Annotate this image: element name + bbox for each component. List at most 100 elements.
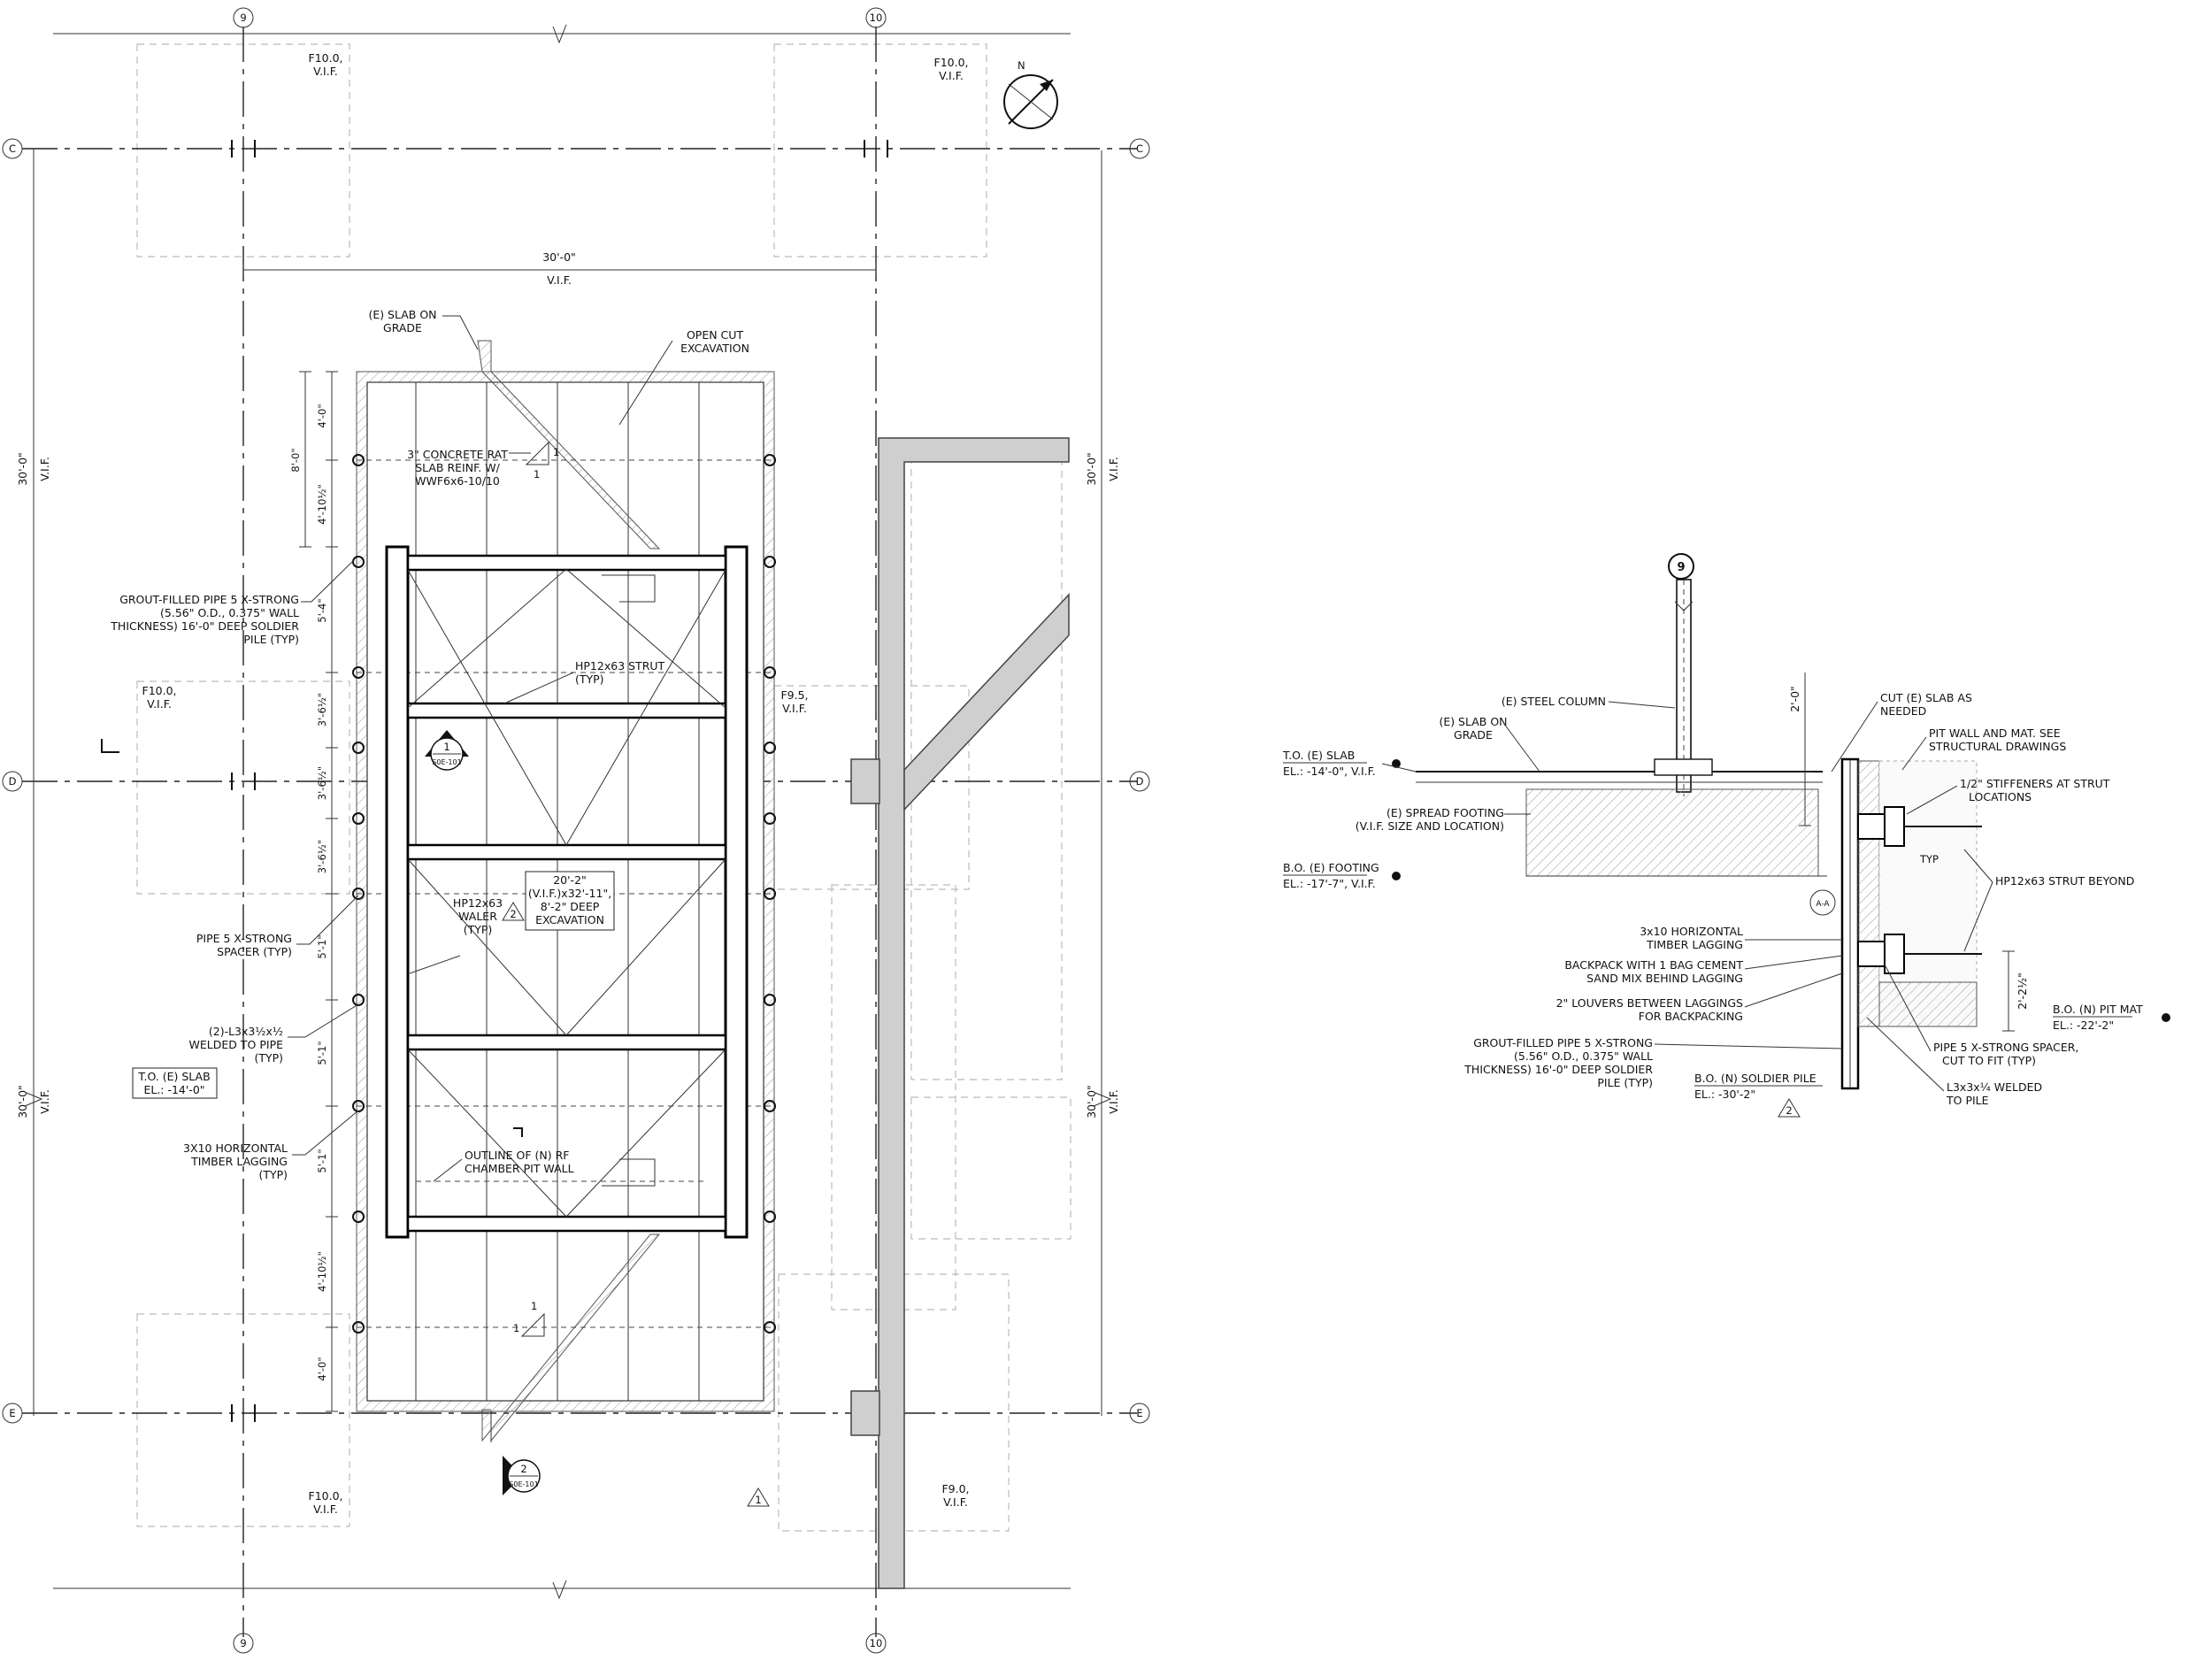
svg-text:CHAMBER PIT WALL: CHAMBER PIT WALL: [465, 1162, 574, 1175]
svg-text:PILE (TYP): PILE (TYP): [1597, 1076, 1653, 1089]
svg-text:(E) STEEL COLUMN: (E) STEEL COLUMN: [1502, 695, 1606, 708]
footing-outline-mid-left: [136, 680, 350, 895]
svg-text:5'-1": 5'-1": [316, 934, 328, 958]
svg-text:8'-2" DEEP: 8'-2" DEEP: [541, 900, 600, 913]
svg-text:B.O. (E) FOOTING: B.O. (E) FOOTING: [1283, 861, 1379, 874]
svg-text:C: C: [1136, 142, 1143, 155]
north-arrow-icon: N: [1003, 59, 1058, 129]
slope-indicator-top: 1 1: [525, 441, 559, 480]
svg-text:PIPE 5 X-STRONG SPACER,: PIPE 5 X-STRONG SPACER,: [1933, 1041, 2078, 1054]
soldier-piles: [352, 454, 776, 1334]
svg-text:TO PILE: TO PILE: [1946, 1094, 1989, 1107]
svg-text:9: 9: [240, 12, 246, 24]
section-view: 9 2'-0" 2'-2½": [1282, 553, 2170, 1118]
svg-text:9: 9: [1677, 561, 1685, 574]
svg-text:F9.0,: F9.0,: [941, 1482, 969, 1495]
waler-left: [385, 545, 410, 1239]
svg-text:4'-10½": 4'-10½": [316, 484, 328, 525]
svg-text:5'-1": 5'-1": [316, 1041, 328, 1065]
svg-text:EXCAVATION: EXCAVATION: [535, 913, 604, 926]
grid-bubble-c-right: C: [1129, 138, 1150, 159]
svg-text:V.I.F.: V.I.F.: [313, 1503, 338, 1516]
svg-text:WELDED TO PIPE: WELDED TO PIPE: [189, 1038, 284, 1051]
svg-text:1: 1: [534, 468, 540, 480]
svg-text:B.O. (N) PIT MAT: B.O. (N) PIT MAT: [2053, 1003, 2143, 1016]
svg-text:(TYP): (TYP): [575, 673, 604, 686]
svg-text:SPACER (TYP): SPACER (TYP): [217, 945, 292, 958]
label-bo-pit-mat: B.O. (N) PIT MAT EL.: -22'-2": [2053, 1003, 2170, 1032]
callout-to-slab-plan: T.O. (E) SLAB EL.: -14'-0": [132, 1067, 218, 1099]
svg-text:PIPE 5 X-STRONG: PIPE 5 X-STRONG: [196, 932, 292, 945]
svg-text:E: E: [1136, 1407, 1142, 1419]
svg-text:STRUCTURAL DRAWINGS: STRUCTURAL DRAWINGS: [1929, 740, 2066, 753]
label-bo-footing: B.O. (E) FOOTING EL.: -17'-7", V.I.F.: [1283, 861, 1401, 890]
svg-text:GROUT-FILLED PIPE 5 X-STRONG: GROUT-FILLED PIPE 5 X-STRONG: [1473, 1036, 1653, 1049]
footing-label-top-right: F10.0,V.I.F.: [934, 56, 969, 82]
svg-text:WALER: WALER: [458, 910, 497, 923]
svg-text:(2)-L3x3½x½: (2)-L3x3½x½: [209, 1025, 283, 1038]
svg-text:(V.I.F. SIZE AND LOCATION): (V.I.F. SIZE AND LOCATION): [1356, 819, 1504, 833]
callout-slab-on-grade: (E) SLAB ON GRADE: [368, 308, 479, 350]
dim-left-upper: 30'-0": [16, 452, 29, 486]
callout-open-cut: OPEN CUT EXCAVATION: [618, 328, 749, 426]
svg-text:2: 2: [520, 1463, 526, 1475]
waler-right: [724, 545, 749, 1239]
label-stiffeners: 1/2" STIFFENERS AT STRUT LOCATIONS: [1906, 777, 2110, 815]
callout-outline-pit: OUTLINE OF (N) RF CHAMBER PIT WALL: [433, 1127, 574, 1182]
svg-text:THICKNESS) 16'-0" DEEP SOLDIER: THICKNESS) 16'-0" DEEP SOLDIER: [1463, 1063, 1653, 1076]
spread-footing: [1525, 788, 1819, 877]
footing-label-top-left: F10.0,V.I.F.: [309, 51, 343, 78]
footing-label-bottom-right: F9.0,V.I.F.: [941, 1482, 969, 1509]
label-pipe-spacer: PIPE 5 X-STRONG SPACER, CUT TO FIT (TYP): [1884, 964, 2078, 1067]
grid-bubble-d-left: D: [2, 771, 23, 792]
label-steel-column: (E) STEEL COLUMN: [1502, 695, 1676, 709]
svg-text:(TYP): (TYP): [258, 1168, 288, 1181]
svg-text:GROUT-FILLED PIPE 5 X-STRONG: GROUT-FILLED PIPE 5 X-STRONG: [119, 593, 299, 606]
svg-text:S0E-101: S0E-101: [509, 1480, 538, 1488]
svg-text:10: 10: [870, 12, 883, 24]
svg-text:B.O. (N) SOLDIER PILE: B.O. (N) SOLDIER PILE: [1694, 1072, 1816, 1085]
svg-text:TIMBER LAGGING: TIMBER LAGGING: [1646, 938, 1743, 951]
svg-text:V.I.F.: V.I.F.: [313, 65, 338, 78]
svg-text:(V.I.F.)x32'-11",: (V.I.F.)x32'-11",: [528, 887, 611, 900]
svg-text:1: 1: [755, 1494, 761, 1506]
dim-top: 30'-0": [542, 250, 576, 264]
svg-text:FOR BACKPACKING: FOR BACKPACKING: [1639, 1010, 1743, 1023]
callout-strut: HP12x63 STRUT (TYP): [503, 659, 665, 704]
grid-bubble-9-bottom: 9: [233, 1633, 254, 1654]
svg-text:(TYP): (TYP): [254, 1051, 283, 1065]
existing-wall: [850, 437, 1070, 1589]
label-pit-wall: PIT WALL AND MAT. SEE STRUCTURAL DRAWING…: [1901, 726, 2066, 771]
grid-bubble-e-right: E: [1129, 1403, 1150, 1424]
svg-text:SLAB REINF. W/: SLAB REINF. W/: [415, 461, 500, 474]
section-grid-bubble-9: 9: [1668, 553, 1694, 580]
svg-text:V.I.F.: V.I.F.: [1107, 1089, 1120, 1114]
svg-text:V.I.F.: V.I.F.: [943, 1495, 968, 1509]
svg-text:TIMBER LAGGING: TIMBER LAGGING: [190, 1155, 288, 1168]
grid-bubble-9-top: 9: [233, 7, 254, 28]
grid-bubble-c-left: C: [2, 138, 23, 159]
svg-text:V.I.F.: V.I.F.: [1107, 457, 1120, 481]
label-louvers: 2" LOUVERS BETWEEN LAGGINGS FOR BACKPACK…: [1556, 972, 1843, 1023]
svg-text:HP12x63: HP12x63: [453, 896, 503, 910]
svg-text:(E) SLAB ON: (E) SLAB ON: [368, 308, 436, 321]
svg-text:F9.5,: F9.5,: [780, 688, 808, 702]
footing-outline-top-right: [773, 43, 987, 258]
svg-text:V.I.F.: V.I.F.: [38, 1089, 51, 1114]
svg-text:OPEN CUT: OPEN CUT: [687, 328, 743, 342]
slope-indicator-bottom: 1 1: [513, 1300, 545, 1337]
svg-text:1/2" STIFFENERS AT STRUT: 1/2" STIFFENERS AT STRUT: [1960, 777, 2110, 790]
svg-text:3'-6½": 3'-6½": [316, 840, 328, 873]
svg-text:WWF6x6-10/10: WWF6x6-10/10: [415, 474, 500, 488]
label-cut-slab: CUT (E) SLAB AS NEEDED: [1831, 691, 1972, 773]
label-backpack: BACKPACK WITH 1 BAG CEMENT SAND MIX BEHI…: [1564, 955, 1843, 985]
svg-text:V.I.F.: V.I.F.: [782, 702, 807, 715]
svg-text:EL.: -14'-0", V.I.F.: EL.: -14'-0", V.I.F.: [1283, 765, 1376, 778]
grid-bubble-e-left: E: [2, 1403, 23, 1424]
svg-text:C: C: [9, 142, 16, 155]
callout-grout-pipe: GROUT-FILLED PIPE 5 X-STRONG (5.56" O.D.…: [110, 559, 355, 646]
dim-2ft: 2'-0": [1788, 686, 1801, 712]
svg-text:(5.56" O.D., 0.375" WALL: (5.56" O.D., 0.375" WALL: [1514, 1049, 1653, 1063]
svg-text:8'-0": 8'-0": [289, 448, 302, 472]
dim-right-upper: 30'-0": [1085, 452, 1098, 486]
